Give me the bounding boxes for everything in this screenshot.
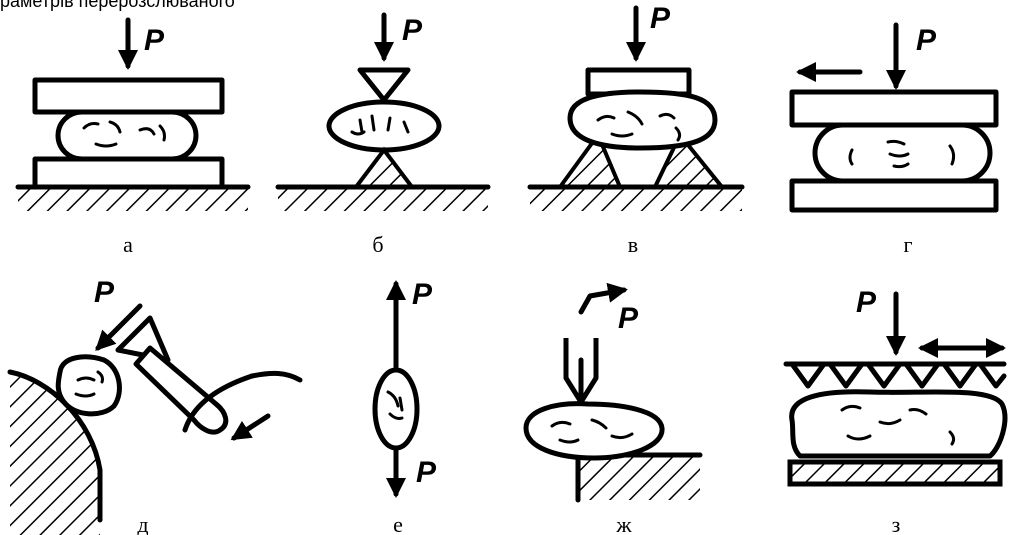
specimen-texture (550, 418, 634, 444)
support-hatch (578, 455, 700, 500)
caption-zh: ж (615, 512, 632, 535)
specimen (812, 122, 993, 184)
panel-e: P P е (372, 278, 437, 535)
panel-z: P з (783, 286, 1008, 535)
force-label: P (916, 24, 937, 57)
rotor-arc-2 (249, 370, 303, 383)
caption-v: в (628, 232, 638, 257)
panel-zh: P ж (523, 282, 703, 535)
panel-g: P г (789, 22, 999, 257)
force-label: P (402, 14, 423, 47)
panel-v: P в (527, 2, 745, 257)
specimen (55, 354, 122, 417)
specimen-texture (840, 404, 956, 446)
caption-e: е (393, 512, 403, 535)
panel-b: P б (275, 12, 491, 257)
specimen (789, 389, 1008, 459)
hammer-handle (133, 345, 229, 435)
lower-knife-edge (351, 146, 417, 189)
upper-plate (32, 77, 225, 115)
caption-a: а (123, 232, 133, 257)
specimen (372, 367, 420, 451)
force-arrow-icon (95, 303, 143, 351)
force-label: P (856, 286, 877, 319)
caption-z: з (892, 512, 901, 535)
specimen-texture (350, 114, 410, 136)
header-text: раметрів перерозслюваного (0, 0, 235, 11)
specimen (326, 99, 442, 153)
specimen (55, 109, 199, 162)
upper-plate (789, 89, 999, 128)
ground-hatch (278, 189, 488, 211)
force-label-bottom: P (416, 456, 437, 489)
lower-plate (32, 156, 225, 190)
specimen-texture (596, 110, 682, 142)
ground-hatch (530, 189, 742, 211)
force-label: P (144, 24, 165, 57)
specimen-texture (848, 139, 956, 169)
specimen-texture (82, 120, 166, 148)
force-label: P (94, 276, 115, 309)
panel-d: P д (7, 276, 303, 535)
ground-hatch (18, 189, 248, 211)
abrasive-teeth (789, 361, 1007, 389)
force-label-top: P (412, 278, 433, 311)
drum-hatch (10, 372, 100, 535)
specimen-texture (386, 390, 404, 420)
force-label: P (650, 2, 671, 35)
lower-plate (787, 459, 1003, 487)
specimen-texture (74, 370, 104, 398)
upper-knife-edge (357, 67, 411, 103)
force-label: P (618, 302, 639, 335)
panel-a: P а (15, 17, 251, 257)
caption-g: г (903, 232, 912, 257)
specimen (567, 89, 718, 151)
caption-d: д (137, 512, 148, 535)
lower-plate (789, 178, 999, 213)
specimen (523, 401, 665, 461)
rotation-arrow-icon (230, 413, 271, 441)
caption-b: б (372, 232, 383, 257)
force-arrow-icon (578, 282, 628, 315)
rotor-arc (182, 373, 255, 433)
